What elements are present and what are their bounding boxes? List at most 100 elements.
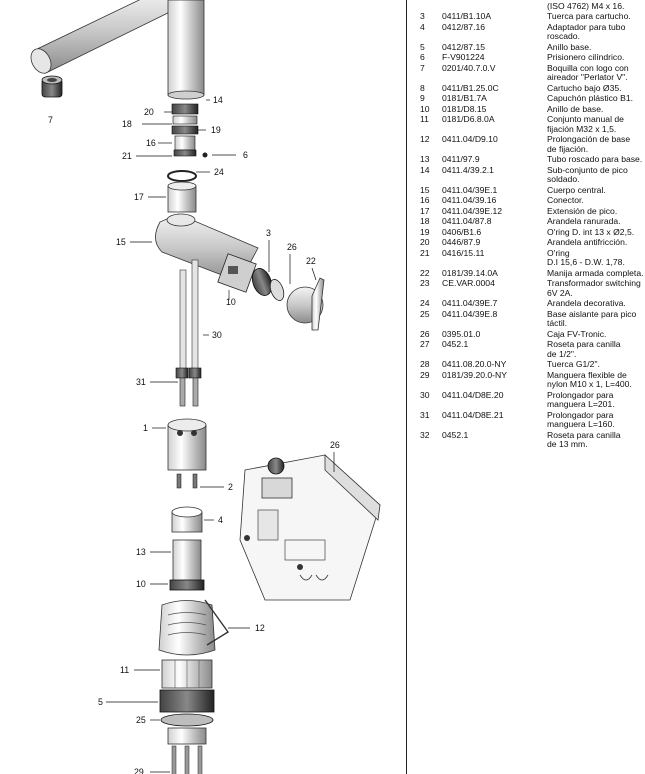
part-code: 0416/15.11 xyxy=(442,247,485,258)
callout-16: 16 xyxy=(146,138,156,148)
part-description: Roseta para canilla de 13 mm. xyxy=(547,429,621,449)
part-description: Arandela ranurada. xyxy=(547,216,621,226)
part-code: 0411.4/39.2.1 xyxy=(442,164,494,175)
insulating-base-part xyxy=(160,713,214,745)
part-description: Roseta para canilla de 1/2". xyxy=(547,339,621,359)
part-number: 4 xyxy=(420,21,425,32)
part-number: 3 xyxy=(420,11,425,21)
part-description: O'ring D. int 13 x Ø2,5. xyxy=(547,226,635,237)
callout-31: 31 xyxy=(136,377,146,387)
part-code: 0411.04/39E.8 xyxy=(442,308,498,319)
base-ring-part xyxy=(159,689,215,713)
screws-part xyxy=(176,473,198,489)
part-number: 21 xyxy=(420,247,430,258)
callout-24: 24 xyxy=(214,167,224,177)
part-number: 17 xyxy=(420,205,430,216)
part-description: Manija armada completa. xyxy=(547,267,644,278)
part-number: 12 xyxy=(420,134,430,144)
handle-part xyxy=(286,277,325,331)
part-code: 0411.04/D8E.21 xyxy=(442,409,504,420)
part-number: 13 xyxy=(420,154,430,164)
part-description: Base aislante para pico táctil. xyxy=(547,308,637,328)
part-number: 26 xyxy=(420,328,430,339)
decorative-washer-part xyxy=(167,170,197,182)
fixing-base-extension-part xyxy=(158,599,230,656)
part-description: Anillo base. xyxy=(547,41,592,52)
callout-15: 15 xyxy=(116,237,126,247)
part-code: 0406/B1.6 xyxy=(442,226,482,237)
part-code: 0412/87.15 xyxy=(442,41,486,52)
flexible-hoses-part xyxy=(171,745,203,774)
parts-list-row: 7 0201/40.7.0.V Boquilla con logo con aire… xyxy=(420,62,645,83)
control-box-part xyxy=(239,454,381,601)
leader-lines xyxy=(106,99,335,773)
parts-list-row: 20370.50Tornillo DIN 912 (ISO 4762) M4 x… xyxy=(420,0,645,11)
callout-20: 20 xyxy=(144,107,154,117)
parts-list: 20370.50Tornillo DIN 912 (ISO 4762) M4 x… xyxy=(420,0,645,451)
part-code: 0181/D6.8.0A xyxy=(442,114,495,124)
part-code: 0395.01.0 xyxy=(442,328,481,339)
part-number: 7 xyxy=(420,62,425,73)
callout-19: 19 xyxy=(211,125,221,135)
part-code: 0181/39.20.0-NY xyxy=(442,369,507,380)
part-number: 15 xyxy=(420,184,430,195)
part-description: Cuerpo central. xyxy=(547,184,606,195)
callout-17: 17 xyxy=(134,192,144,202)
part-description: Capuchón plástico B1. xyxy=(547,93,633,103)
part-number: 31 xyxy=(420,409,430,420)
part-code: 0201/40.7.0.V xyxy=(442,62,496,73)
callout-labels: 7 14 20 18 19 16 21 6 24 17 15 3 26 22 1… xyxy=(48,95,340,774)
callout-30: 30 xyxy=(212,330,222,340)
part-code: 0411.04/39.16 xyxy=(442,195,497,205)
part-code: 0411/B1.25.0C xyxy=(442,82,499,93)
hose-extensions xyxy=(175,259,202,407)
part-number: 8 xyxy=(420,82,425,93)
callout-12: 12 xyxy=(255,623,265,633)
part-number: 9 xyxy=(420,93,425,103)
callout-14: 14 xyxy=(213,95,223,105)
fixing-nut-part xyxy=(161,659,213,689)
part-code: 0411.04/87.8 xyxy=(442,216,492,226)
part-code: CE.VAR.0004 xyxy=(442,278,495,288)
part-description: Boquilla con logo con aireador "Perlator… xyxy=(547,62,629,82)
tube-adapter-part xyxy=(171,506,203,533)
part-code: 0452.1 xyxy=(442,339,469,349)
part-description: Extensión de pico. xyxy=(547,205,618,216)
part-description: Arandela decorativa. xyxy=(547,298,626,308)
spout-extension-part xyxy=(167,181,197,213)
part-code: 0370.50 xyxy=(442,0,547,11)
plastic-cap-part xyxy=(269,279,285,301)
callout-2: 2 xyxy=(228,482,233,492)
part-number: 29 xyxy=(420,369,430,380)
callout-1: 1 xyxy=(143,423,148,433)
part-description: Manguera flexible de nylon M10 x 1, L=40… xyxy=(547,369,632,389)
part-code: 0181/D8.15 xyxy=(442,103,487,114)
parts-list-row: 29 0181/39.20.0-NY Manguera flexible de ny… xyxy=(420,369,645,390)
part-number: 10 xyxy=(420,103,430,114)
part-description: Cartucho bajo Ø35. xyxy=(547,82,622,93)
exploded-faucet-diagram: 7 14 20 18 19 16 21 6 24 17 15 3 26 22 1… xyxy=(30,0,381,774)
callout-7: 7 xyxy=(48,115,53,125)
callout-8: 10 xyxy=(226,297,236,307)
cartridge-part xyxy=(217,253,257,300)
part-description: Prolongador para manguera L=201. xyxy=(547,389,615,409)
callout-22: 22 xyxy=(306,256,316,266)
callout-6: 6 xyxy=(243,150,248,160)
spout-part xyxy=(30,0,205,100)
